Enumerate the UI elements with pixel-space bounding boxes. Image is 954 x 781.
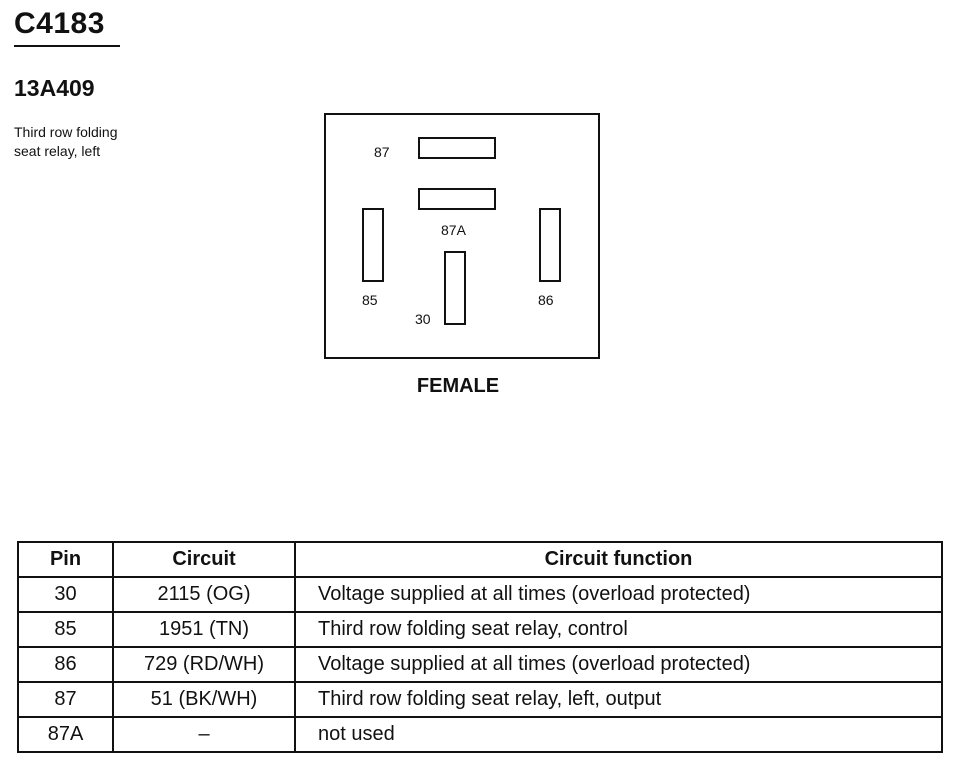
circuit-cell: 51 (BK/WH) [112, 681, 296, 718]
table-row: 87 51 (BK/WH) Third row folding seat rel… [17, 681, 943, 718]
function-cell: Voltage supplied at all times (overload … [294, 646, 943, 683]
table-row: 86 729 (RD/WH) Voltage supplied at all t… [17, 646, 943, 683]
function-cell: Third row folding seat relay, control [294, 611, 943, 648]
terminal-87a [418, 188, 496, 210]
function-cell: Voltage supplied at all times (overload … [294, 576, 943, 613]
function-cell: Third row folding seat relay, left, outp… [294, 681, 943, 718]
pin-cell: 86 [17, 646, 114, 683]
connector-face-diagram: 87 87A 85 86 30 [324, 113, 600, 359]
terminal-87 [418, 137, 496, 159]
pin-cell: 87A [17, 716, 114, 753]
pin-label-85: 85 [362, 292, 378, 308]
circuit-cell: 2115 (OG) [112, 576, 296, 613]
view-label: FEMALE [416, 375, 500, 397]
pin-label-87: 87 [374, 144, 390, 160]
description-line: seat relay, left [14, 143, 101, 159]
pin-cell: 85 [17, 611, 114, 648]
header-circuit: Circuit [112, 541, 296, 578]
table-row: 30 2115 (OG) Voltage supplied at all tim… [17, 576, 943, 613]
table-row: 87A – not used [17, 716, 943, 753]
terminal-30 [444, 251, 466, 325]
pin-cell: 30 [17, 576, 114, 613]
description-line: Third row folding [14, 124, 118, 140]
pin-label-87a: 87A [441, 222, 466, 238]
pin-label-86: 86 [538, 292, 554, 308]
circuit-cell: 729 (RD/WH) [112, 646, 296, 683]
title-underline [14, 45, 120, 47]
part-number: 13A409 [14, 75, 95, 101]
header-pin: Pin [17, 541, 114, 578]
pin-label-30: 30 [415, 311, 431, 327]
pin-cell: 87 [17, 681, 114, 718]
connector-description: Third row folding seat relay, left [14, 123, 174, 161]
header-circuit-function: Circuit function [294, 541, 943, 578]
terminal-85 [362, 208, 384, 282]
table-row: 85 1951 (TN) Third row folding seat rela… [17, 611, 943, 648]
table-header-row: Pin Circuit Circuit function [17, 541, 943, 578]
terminal-86 [539, 208, 561, 282]
circuit-cell: 1951 (TN) [112, 611, 296, 648]
connector-id: C4183 [14, 7, 105, 40]
function-cell: not used [294, 716, 943, 753]
pin-table: Pin Circuit Circuit function 30 2115 (OG… [17, 541, 943, 753]
circuit-cell: – [112, 716, 296, 753]
